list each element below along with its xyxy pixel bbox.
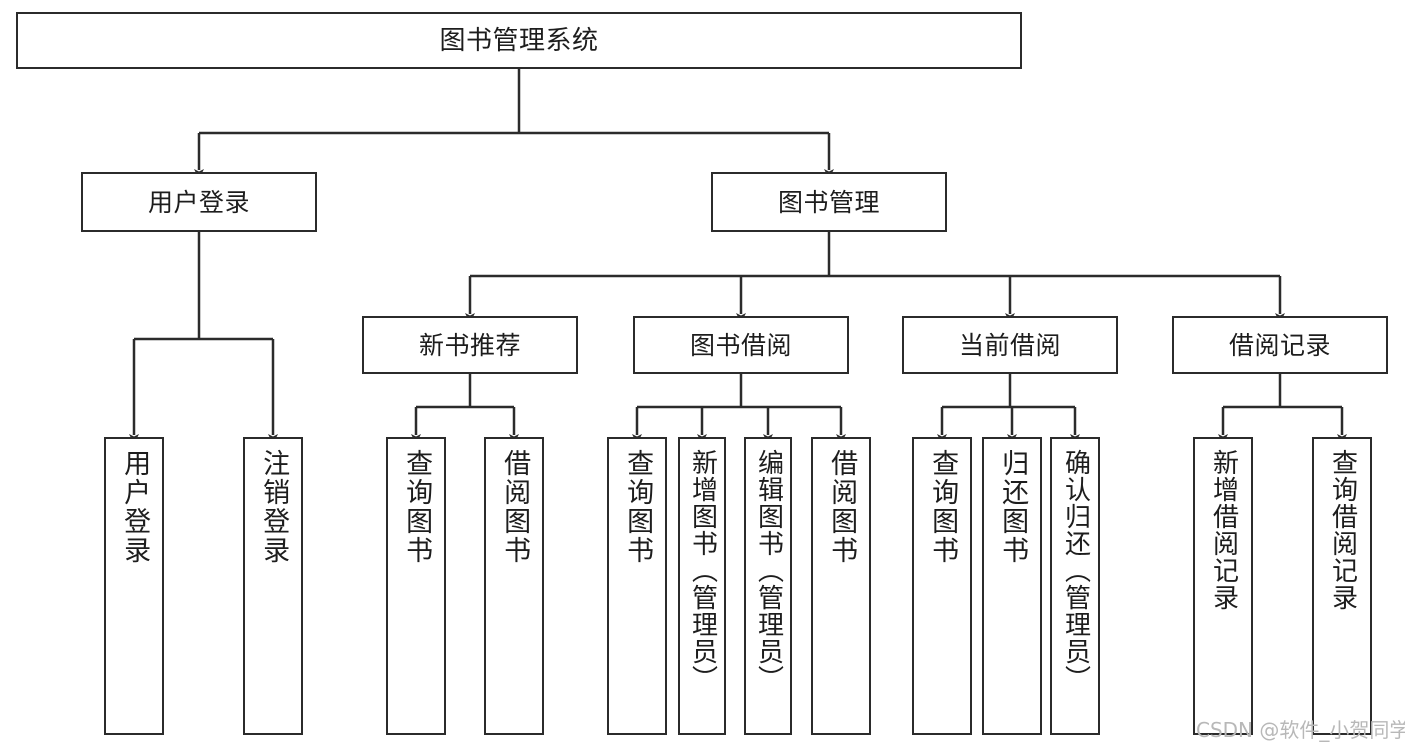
node-leaf-user-login[interactable]: 用户登录 xyxy=(104,437,164,735)
node-label: 注销登录 xyxy=(258,449,290,565)
node-label: 图书管理 xyxy=(777,187,880,217)
node-newbook[interactable]: 新书推荐 xyxy=(362,316,578,374)
node-leaf-cb-query[interactable]: 查询图书 xyxy=(912,437,972,735)
node-label: 确认归还（管理员） xyxy=(1060,449,1091,692)
node-label: 新增图书（管理员） xyxy=(687,449,718,692)
node-leaf-bw-add[interactable]: 新增图书（管理员） xyxy=(678,437,726,735)
node-records[interactable]: 借阅记录 xyxy=(1172,316,1388,374)
node-leaf-cb-return[interactable]: 归还图书 xyxy=(982,437,1042,735)
node-label: 用户登录 xyxy=(147,187,250,217)
node-leaf-rc-query[interactable]: 查询借阅记录 xyxy=(1312,437,1372,735)
node-bookmgmt[interactable]: 图书管理 xyxy=(711,172,947,232)
node-label: 用户登录 xyxy=(119,449,151,565)
node-label: 编辑图书（管理员） xyxy=(753,449,784,692)
node-label: 图书管理系统 xyxy=(439,25,599,56)
node-leaf-bw-edit[interactable]: 编辑图书（管理员） xyxy=(744,437,792,735)
node-label: 新增借阅记录 xyxy=(1208,449,1239,611)
node-leaf-rc-add[interactable]: 新增借阅记录 xyxy=(1193,437,1253,735)
node-label: 借阅记录 xyxy=(1228,330,1331,360)
node-label: 查询图书 xyxy=(622,449,654,565)
node-label: 新书推荐 xyxy=(418,330,521,360)
node-leaf-user-logout[interactable]: 注销登录 xyxy=(243,437,303,735)
node-label: 借阅图书 xyxy=(499,449,531,565)
node-label: 查询图书 xyxy=(927,449,959,565)
node-current[interactable]: 当前借阅 xyxy=(902,316,1118,374)
node-leaf-bw-query[interactable]: 查询图书 xyxy=(607,437,667,735)
node-leaf-bw-borrow[interactable]: 借阅图书 xyxy=(811,437,871,735)
csdn-watermark: CSDN @软件_小贺同学 xyxy=(1196,718,1405,742)
node-label: 当前借阅 xyxy=(958,330,1061,360)
node-label: 查询借阅记录 xyxy=(1327,449,1358,611)
node-label: 图书借阅 xyxy=(689,330,792,360)
node-login[interactable]: 用户登录 xyxy=(81,172,317,232)
node-leaf-nb-query[interactable]: 查询图书 xyxy=(386,437,446,735)
node-leaf-cb-confirm[interactable]: 确认归还（管理员） xyxy=(1050,437,1100,735)
node-leaf-nb-borrow[interactable]: 借阅图书 xyxy=(484,437,544,735)
node-label: 查询图书 xyxy=(401,449,433,565)
node-label: 借阅图书 xyxy=(826,449,858,565)
node-borrow[interactable]: 图书借阅 xyxy=(633,316,849,374)
node-root[interactable]: 图书管理系统 xyxy=(16,12,1022,69)
node-label: 归还图书 xyxy=(997,449,1029,565)
